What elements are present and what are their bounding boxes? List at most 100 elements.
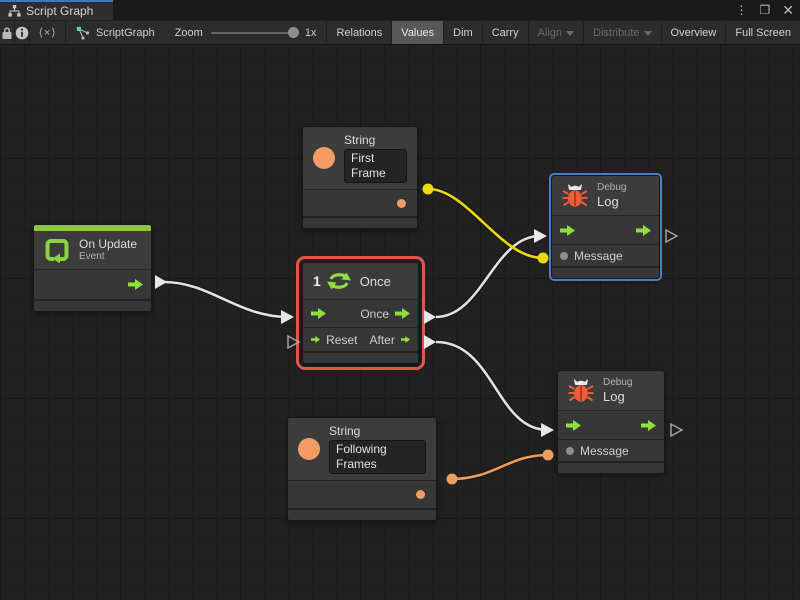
graph-name-label: ScriptGraph [95, 26, 155, 39]
node-title: On Update [79, 237, 138, 251]
code-icon: ⟨×⟩ [38, 27, 57, 39]
wire-once-to-debug-top[interactable] [435, 234, 541, 319]
align-button[interactable]: Align [527, 21, 583, 44]
orange-wire-source-dot [446, 473, 458, 485]
node-on-update-event[interactable]: On Update Event [33, 224, 152, 312]
maximize-icon[interactable]: ❐ [759, 3, 771, 17]
window-menu-icon[interactable]: ⋮ [735, 3, 748, 17]
chevron-down-icon [566, 30, 575, 36]
string-type-icon [298, 438, 320, 460]
wire-on-update-to-once[interactable] [163, 280, 289, 319]
node-title: Once [359, 273, 391, 289]
once-output-nub[interactable] [424, 310, 436, 324]
message-port-row: Message [552, 244, 659, 266]
message-input-port[interactable] [560, 251, 568, 260]
message-label: Message [574, 248, 623, 263]
on-update-output-nub[interactable] [155, 275, 167, 289]
graph-icon [76, 26, 90, 40]
yellow-wire-source-dot [422, 183, 434, 195]
flow-output-port[interactable] [128, 279, 143, 290]
flow-output-port[interactable] [636, 224, 651, 236]
loop-icon [45, 239, 69, 263]
relations-button[interactable]: Relations [326, 21, 391, 44]
node-subtitle: Event [79, 251, 105, 262]
graph-toolbar: ⟨×⟩ ScriptGraph Zoom 1x Relations Values… [0, 20, 800, 45]
node-category: Debug [603, 377, 633, 388]
output-port-row [288, 480, 436, 508]
message-input-port[interactable] [566, 446, 574, 455]
reset-input-port[interactable] [311, 334, 321, 345]
full-screen-button[interactable]: Full Screen [725, 21, 800, 44]
once-count-badge: 1 [313, 273, 321, 289]
zoom-slider-handle[interactable] [287, 26, 299, 38]
node-title: Log [597, 194, 619, 209]
message-label: Message [580, 443, 629, 458]
edit-source-button[interactable]: ⟨×⟩ [30, 21, 66, 44]
after-output-port[interactable] [400, 334, 410, 345]
carry-button[interactable]: Carry [481, 21, 528, 44]
debug-bottom-continue-nub[interactable] [670, 422, 684, 438]
once-output-port[interactable] [395, 308, 410, 319]
hierarchy-icon [8, 5, 21, 17]
values-button[interactable]: Values [391, 21, 444, 44]
dim-button[interactable]: Dim [443, 21, 482, 44]
flow-input-port[interactable] [311, 308, 326, 319]
flow-port-row [552, 215, 659, 244]
node-header: On Update Event [34, 231, 151, 269]
node-title: String [329, 424, 361, 438]
node-debug-log-top[interactable]: Debug Log Message [549, 173, 662, 281]
string-value-input[interactable]: Following Frames [329, 440, 426, 474]
node-category: Debug [597, 182, 627, 193]
distribute-label: Distribute [593, 26, 640, 39]
wire-arrowhead [281, 310, 294, 324]
node-once[interactable]: 1 Once Once Reset After [296, 256, 425, 370]
debug-top-continue-nub[interactable] [665, 228, 679, 244]
zoom-slider[interactable] [210, 26, 299, 38]
after-output-nub[interactable] [424, 335, 436, 349]
output-port-row [303, 189, 417, 216]
graph-canvas[interactable]: String First Frame [0, 45, 800, 600]
bug-icon [568, 378, 594, 402]
flow-input-port[interactable] [560, 224, 575, 236]
reset-label: Reset [326, 332, 358, 347]
string-value-input[interactable]: First Frame [344, 149, 407, 183]
overview-button[interactable]: Overview [660, 21, 726, 44]
graph-breadcrumb[interactable]: ScriptGraph [66, 21, 165, 44]
once-output-label: Once [360, 306, 389, 321]
distribute-button[interactable]: Distribute [583, 21, 660, 44]
flow-port-row [558, 410, 664, 439]
chevron-down-icon [643, 30, 652, 36]
after-output-label: After [369, 332, 395, 347]
yellow-wire-target-dot [537, 252, 549, 264]
node-string-first-frame[interactable]: String First Frame [302, 126, 418, 229]
once-reset-input-nub[interactable] [287, 334, 301, 350]
node-header: Debug Log [552, 176, 659, 215]
wire-first-frame-to-message[interactable] [427, 187, 544, 260]
flow-input-port[interactable] [566, 419, 581, 431]
message-port-row: Message [558, 439, 664, 461]
zoom-control: Zoom 1x [165, 21, 327, 44]
close-icon[interactable]: ✕ [782, 2, 794, 18]
info-button[interactable] [15, 21, 31, 44]
flow-output-port[interactable] [641, 419, 656, 431]
window-controls: ⋮ ❐ ✕ [736, 0, 795, 20]
node-header: 1 Once [303, 263, 418, 299]
lock-button[interactable] [0, 21, 16, 44]
tab-script-graph[interactable]: Script Graph [0, 0, 113, 20]
node-footer [34, 299, 151, 311]
zoom-label: Zoom [174, 26, 203, 39]
tab-title: Script Graph [26, 4, 94, 18]
string-type-icon [313, 147, 335, 169]
bug-icon [562, 183, 588, 207]
node-string-following-frames[interactable]: String Following Frames [287, 417, 437, 521]
string-output-port[interactable] [416, 490, 425, 499]
wire-following-frames-to-message[interactable] [451, 453, 549, 481]
wire-after-to-debug-bottom[interactable] [435, 340, 549, 432]
string-output-port[interactable] [397, 198, 406, 208]
node-debug-log-bottom[interactable]: Debug Log Message [557, 370, 665, 474]
node-header: String Following Frames [288, 418, 436, 480]
event-accent-bar [34, 225, 151, 231]
orange-wire-target-dot [542, 449, 554, 461]
wire-arrowhead [541, 423, 554, 437]
